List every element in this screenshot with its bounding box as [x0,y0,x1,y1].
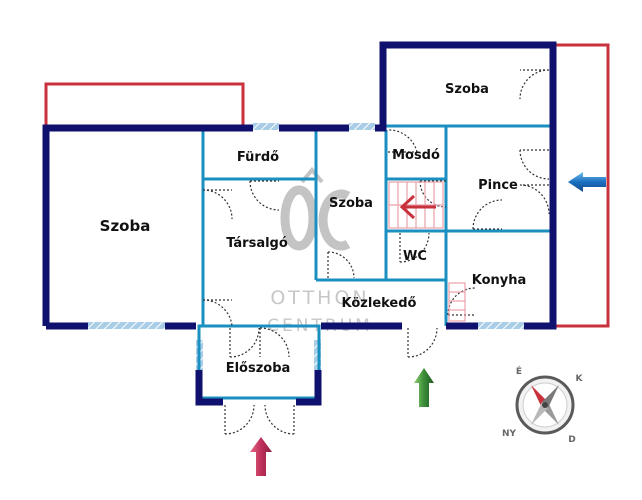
doors [202,69,550,435]
entrance-arrow-red-icon [250,437,272,476]
room-label-kozlekedo: Közlekedő [342,296,417,311]
room-label-wc: WC [403,249,427,264]
door [224,404,255,435]
door [419,180,447,208]
door [472,199,503,230]
window [253,123,279,130]
door [202,299,233,327]
watermark-brand-line1: OTTHON [270,287,369,309]
room-labels: Szoba Szoba Fürdő Szoba Mosdó Pince Társ… [100,82,527,376]
terrace-left [44,82,245,128]
window [478,322,524,329]
terrace-right [553,43,610,328]
window [88,322,165,329]
door [519,149,550,180]
room-label-szoba-middle: Szoba [329,196,373,211]
room-label-szoba-left: Szoba [100,217,151,235]
staircase [388,181,444,229]
door [407,327,438,358]
door [264,404,295,435]
compass-east-label: K [576,374,584,384]
room-label-pince: Pince [478,178,518,193]
staircase-kitchen [448,282,466,322]
door [519,184,550,215]
door [399,232,430,263]
watermark: OTTHON CENTRUM [267,166,370,336]
stair-direction-arrow-icon [399,194,436,220]
entrance-arrow-green-icon [414,368,434,407]
compass-north-label: É [516,365,522,377]
terrace-outlines [44,43,610,328]
door [327,251,355,279]
room-label-szoba-top-right: Szoba [445,82,489,97]
room-label-konyha: Konyha [472,273,527,288]
room-label-furdo: Fürdő [237,150,279,165]
compass-rose: É K D NY [502,365,584,445]
inner-walls [197,124,553,400]
outer-walls [42,41,557,406]
door [447,287,476,316]
door [202,189,233,220]
entrance-arrow-blue-icon [568,172,606,192]
room-label-eloszoba: Előszoba [226,361,291,376]
room-label-mosdo: Mosdó [392,148,440,163]
door [519,69,550,100]
room-label-tarsalgo: Társalgó [226,236,288,251]
compass-south-label: D [568,435,575,445]
compass-west-label: NY [502,429,517,439]
door [387,129,418,153]
door [249,180,280,211]
window [349,123,375,130]
door [259,327,290,358]
door [229,327,260,358]
